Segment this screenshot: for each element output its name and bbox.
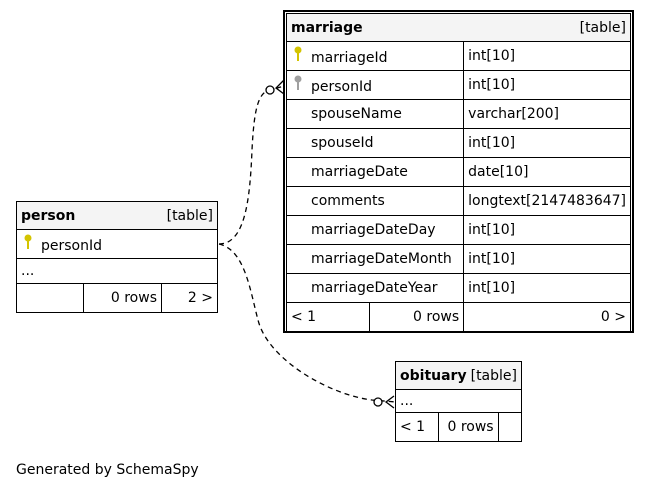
marriage-table[interactable]: marriage [table] marriageId int[10] pers… [285, 13, 631, 332]
gray-key-icon [291, 75, 305, 95]
obituary-link-crowfoot [384, 395, 395, 409]
column-name: comments [311, 193, 385, 209]
column-type: int[10] [463, 41, 631, 71]
row-count: 0 rows [368, 302, 465, 332]
obituary-table[interactable]: obituary [table] ... < 1 0 rows [395, 361, 523, 442]
column-name: marriageDate [311, 164, 408, 180]
table-row[interactable]: personId [16, 229, 218, 259]
gold-key-icon [21, 234, 35, 254]
marriage-table-footer: < 1 0 rows 0 > [286, 302, 631, 332]
children-count[interactable] [497, 412, 523, 442]
column-name: marriageDateMonth [311, 251, 452, 267]
table-row[interactable]: spouseName varchar[200] [285, 99, 631, 129]
table-row[interactable]: marriageDateMonth int[10] [285, 244, 631, 274]
table-row[interactable]: comments longtext[2147483647] [285, 186, 631, 216]
obituary-link-optional-marker [373, 397, 383, 407]
column-type: int[10] [463, 128, 631, 158]
column-name: spouseName [311, 106, 402, 122]
marriage-table-name: marriage [291, 19, 363, 36]
column-name: marriageDateDay [311, 222, 436, 238]
more-columns-row[interactable]: ... [395, 389, 522, 413]
marriage-table-frame [283, 10, 634, 333]
table-row[interactable]: marriageDateDay int[10] [285, 215, 631, 245]
gold-key-icon [291, 46, 305, 66]
person-obituary-link [218, 243, 397, 403]
row-count: 0 rows [83, 283, 162, 313]
children-count[interactable]: 2 > [161, 283, 218, 313]
column-name: personId [41, 238, 103, 254]
obituary-table-name: obituary [400, 367, 467, 384]
more-columns: ... [395, 389, 522, 413]
obituary-table-header: obituary [table] [395, 361, 522, 390]
parents-count[interactable] [16, 283, 84, 313]
generated-by-label: Generated by SchemaSpy [16, 462, 199, 478]
column-type: int[10] [463, 273, 631, 303]
column-name: marriageId [311, 50, 388, 66]
table-row[interactable]: spouseId int[10] [285, 128, 631, 158]
marriage-table-header: marriage [table] [286, 13, 631, 42]
children-count[interactable]: 0 > [463, 302, 631, 332]
more-columns-row[interactable]: ... [16, 258, 218, 284]
table-row[interactable]: marriageDate date[10] [285, 157, 631, 187]
person-table-header: person [table] [16, 201, 218, 230]
column-name: spouseId [311, 135, 374, 151]
column-type: int[10] [463, 244, 631, 274]
column-type: date[10] [463, 157, 631, 187]
obituary-table-footer: < 1 0 rows [395, 412, 523, 442]
column-type: longtext[2147483647] [463, 186, 631, 216]
parents-count[interactable]: < 1 [395, 412, 439, 442]
marriage-table-kind: [table] [579, 19, 626, 36]
table-row[interactable]: personId int[10] [285, 70, 631, 100]
column-type: varchar[200] [463, 99, 631, 129]
person-table-footer: 0 rows 2 > [16, 283, 218, 313]
person-table[interactable]: person [table] personId ... 0 rows 2 > [16, 201, 218, 313]
more-columns: ... [16, 258, 218, 284]
parents-count[interactable]: < 1 [286, 302, 370, 332]
marriage-link-crowfoot [275, 79, 285, 95]
column-type: int[10] [463, 70, 631, 100]
table-row[interactable]: marriageId int[10] [285, 41, 631, 71]
person-marriage-link [218, 85, 285, 245]
person-table-kind: [table] [166, 207, 213, 224]
obituary-table-kind: [table] [470, 367, 517, 384]
column-name: personId [311, 79, 373, 95]
table-row[interactable]: marriageDateYear int[10] [285, 273, 631, 303]
marriage-link-optional-marker [265, 85, 275, 95]
row-count: 0 rows [437, 412, 499, 442]
column-name: marriageDateYear [311, 280, 438, 296]
person-table-name: person [21, 207, 76, 224]
column-type: int[10] [463, 215, 631, 245]
